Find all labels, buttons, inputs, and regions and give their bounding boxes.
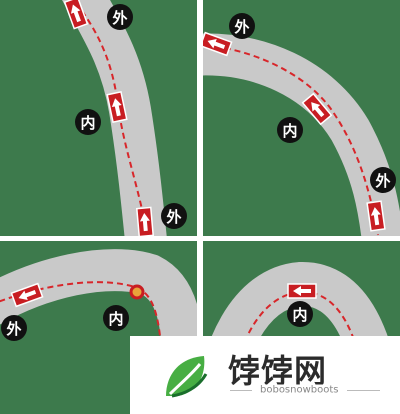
label-top-left-outer2: 外 (165, 208, 181, 226)
label-badge-top-left-outer2 (161, 203, 187, 229)
label-badge-top-left-outer (107, 4, 133, 30)
label-badge-bottom-left-inner (103, 305, 129, 331)
label-bottom-left-inner: 内 (108, 310, 123, 328)
car-bottom-right-1 (287, 283, 317, 299)
label-bottom-left-outer: 外 (5, 320, 21, 338)
label-badge-top-right-outer (229, 13, 255, 39)
label-bottom-right-inner: 内 (292, 306, 307, 324)
car-top-right-3 (366, 200, 386, 232)
marker-dot (129, 284, 145, 300)
label-badge-bottom-right-inner (287, 301, 313, 327)
car-top-right-1 (203, 31, 233, 57)
label-top-right-outer: 外 (233, 18, 249, 36)
path-top-right (204, 44, 379, 236)
label-badge-bottom-left-outer (1, 315, 27, 341)
label-badge-top-right-inner (277, 117, 303, 143)
watermark-brand: 饽饽网 (228, 352, 328, 390)
label-top-left-inner: 内 (80, 114, 95, 132)
car-top-right-2 (301, 92, 333, 126)
car-top-left-1 (63, 0, 89, 30)
label-top-right-outer2: 外 (374, 172, 390, 190)
car-top-left-2 (106, 90, 128, 124)
label-badge-top-right-outer2 (370, 167, 396, 193)
label-top-left-outer: 外 (111, 9, 127, 27)
car-bottom-left-1 (10, 282, 44, 308)
watermark: 饽饽网 bobosnowboots (130, 336, 400, 414)
watermark-url: bobosnowboots (252, 384, 347, 396)
car-top-left-3 (135, 206, 155, 236)
label-badge-top-left-inner (75, 109, 101, 135)
leaf-b-logo-icon (166, 356, 208, 398)
label-top-right-inner: 内 (282, 122, 297, 140)
panel-top-right: 外 内 外 (203, 13, 400, 236)
panel-top-left: 外 内 外 (62, 0, 187, 236)
